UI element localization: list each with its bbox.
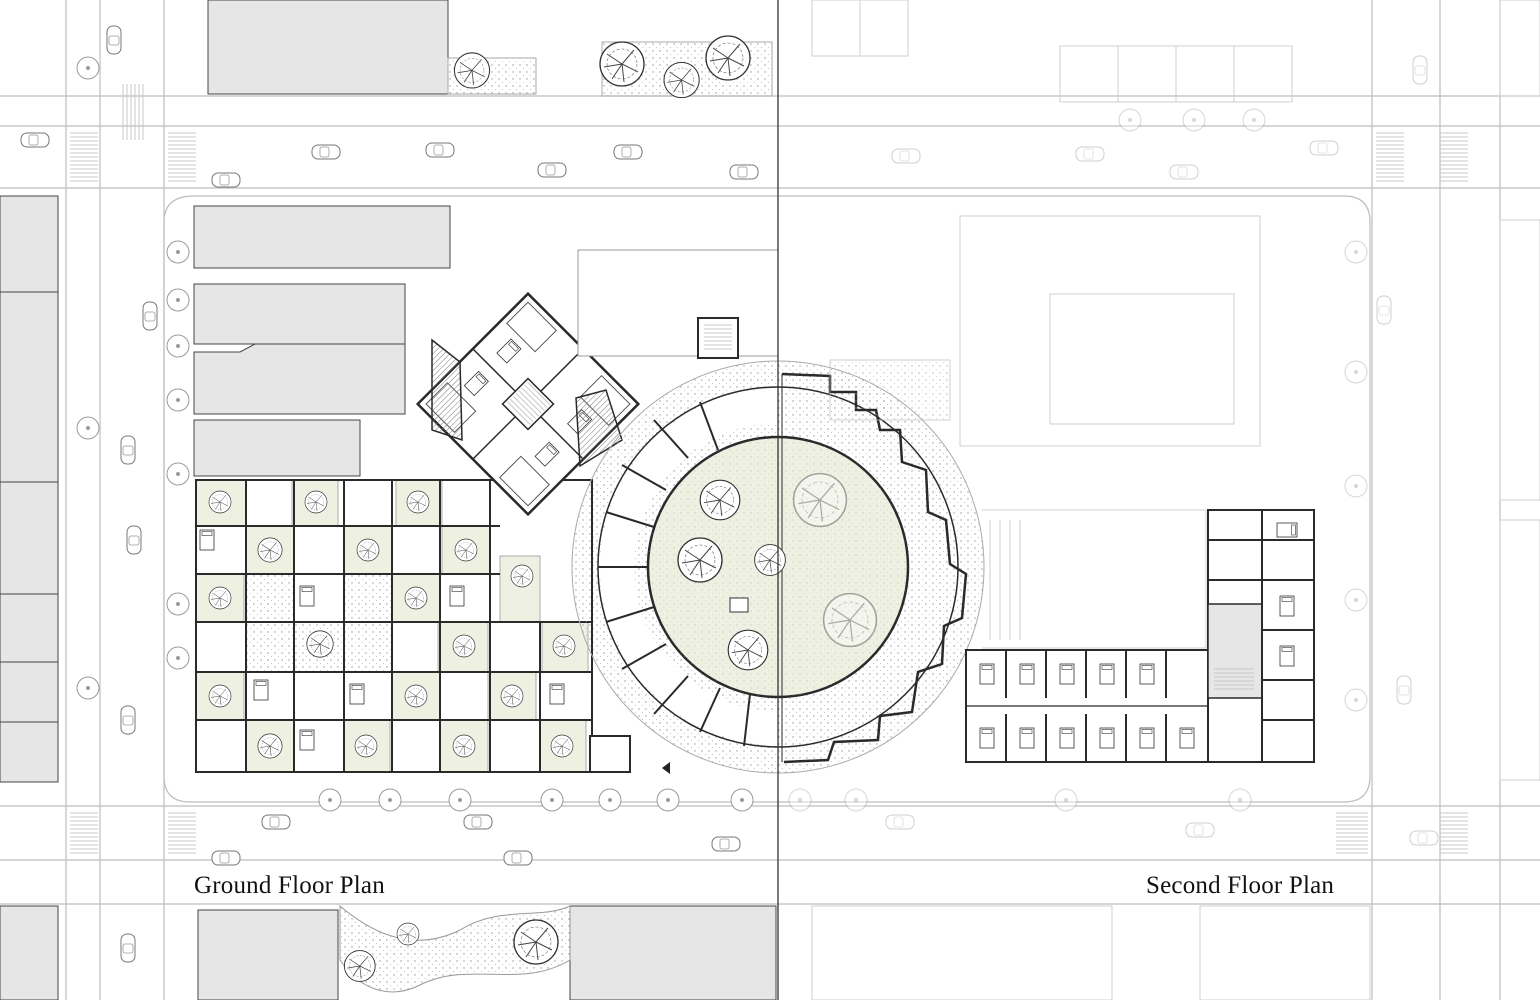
deck-west: [431, 338, 463, 442]
housing-cluster: [195, 479, 670, 774]
park-path: [339, 904, 571, 993]
second-floor-wing: [965, 509, 1315, 763]
neighbor-buildings-left: [0, 0, 777, 1000]
crosswalks: [70, 84, 1468, 856]
adjacent-lot: [577, 249, 779, 357]
ground-floor-plan-title: Ground Floor Plan: [192, 872, 387, 900]
stair-icon: [704, 324, 732, 352]
neighbor-buildings-right: [811, 0, 1540, 1000]
second-floor-plan-title: Second Floor Plan: [1144, 872, 1337, 900]
